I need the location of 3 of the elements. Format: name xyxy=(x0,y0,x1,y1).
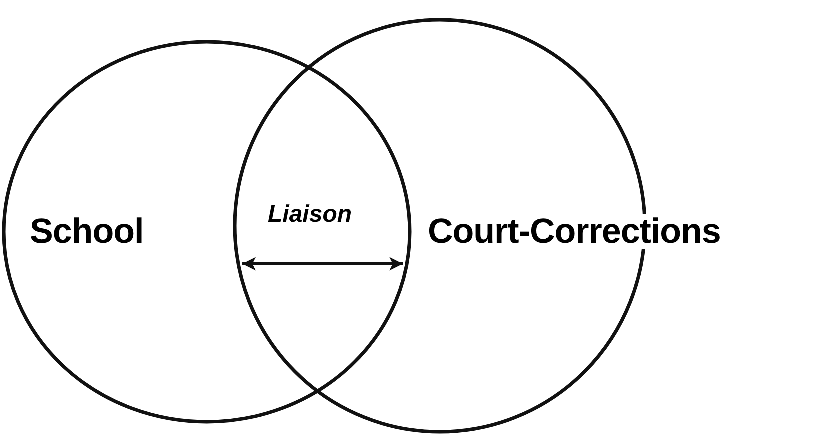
overlap-label: Liaison xyxy=(268,203,352,227)
double-arrow xyxy=(242,257,404,271)
circle-label: Court-Corrections xyxy=(428,214,721,249)
